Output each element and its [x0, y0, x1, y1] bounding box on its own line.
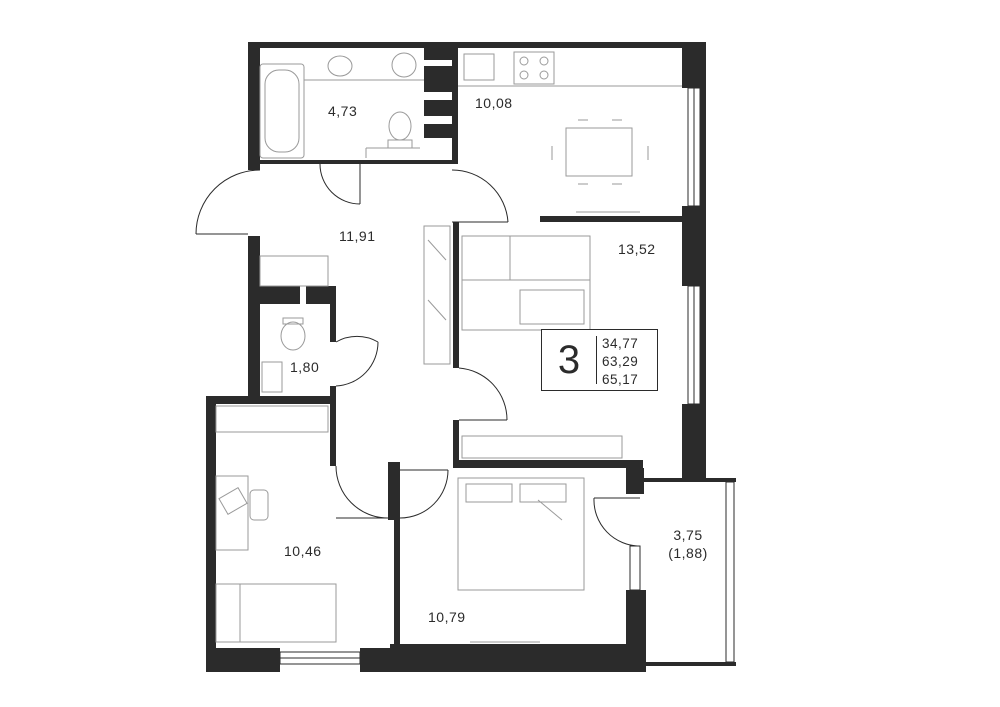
room-area-balcony: 3,75 (1,88) — [668, 528, 708, 560]
room-area-living-room: 13,52 — [618, 241, 656, 257]
room-area-bedroom-left: 10,46 — [284, 543, 322, 559]
rooms-count: 3 — [557, 337, 581, 382]
room-area-kitchen: 10,08 — [475, 95, 513, 111]
walls — [206, 42, 736, 672]
doors — [195, 163, 641, 547]
windows — [279, 87, 735, 665]
apartment-summary: 3 34,77 63,29 65,17 — [541, 329, 658, 391]
furniture — [215, 51, 682, 643]
room-area-hallway: 11,91 — [339, 228, 376, 244]
total-area: 63,29 — [602, 354, 639, 369]
summary-divider — [596, 336, 597, 384]
room-area-bathroom: 4,73 — [328, 103, 358, 119]
living-area: 34,77 — [602, 336, 639, 351]
room-area-bedroom-right: 10,79 — [428, 609, 466, 625]
room-area-toilet: 1,80 — [290, 359, 320, 375]
balcony-area: 3,75 — [673, 527, 703, 543]
total-area-with-balcony: 65,17 — [602, 372, 639, 387]
balcony-area-reduced: (1,88) — [668, 545, 708, 561]
